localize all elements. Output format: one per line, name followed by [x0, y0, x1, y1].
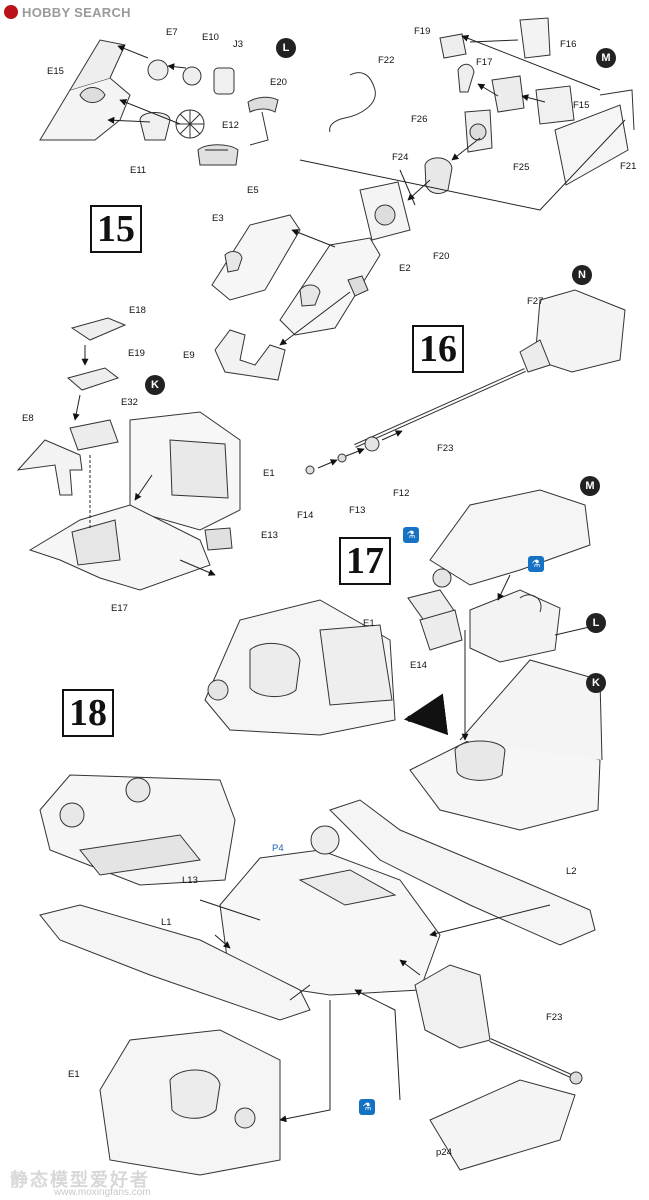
- marker-K-step17: K: [586, 673, 606, 693]
- part-label-f25: F25: [513, 162, 530, 173]
- brand-name: HOBBY SEARCH: [22, 4, 131, 20]
- part-label-f21: F21: [620, 161, 637, 172]
- part-label-f23-step18: F23: [546, 1012, 563, 1023]
- part-label-l2: L2: [566, 866, 577, 877]
- part-label-l1: L1: [161, 917, 172, 928]
- part-label-e13: E13: [261, 530, 278, 541]
- part-label-e10: E10: [202, 32, 219, 43]
- part-label-f16: F16: [560, 39, 577, 50]
- watermark-url: www.moxingfans.com: [54, 1187, 151, 1198]
- part-label-l13: L13: [182, 875, 198, 886]
- marker-L-step17: L: [586, 613, 606, 633]
- part-label-f19: F19: [414, 26, 431, 37]
- part-label-f17: F17: [476, 57, 493, 68]
- part-label-j3: J3: [233, 39, 244, 50]
- part-label-f12: F12: [393, 488, 410, 499]
- interior-wall-assembly: [16, 317, 241, 591]
- part-label-e3: E3: [212, 213, 224, 224]
- marker-L-top: L: [276, 38, 296, 58]
- sight-handwheel-assembly: [39, 39, 279, 166]
- part-label-e7: E7: [166, 27, 178, 38]
- marker-N: N: [572, 265, 592, 285]
- marker-K-step15: K: [145, 375, 165, 395]
- hobby-search-logo[interactable]: HOBBY SEARCH: [4, 4, 131, 20]
- glue-icon: ⚗: [359, 1099, 375, 1115]
- step17-subassembly: [204, 489, 603, 831]
- step-16-number: 16: [412, 325, 464, 373]
- hull-assembly: [39, 774, 596, 1176]
- watermark-footer: 静态模型爱好者 www.moxingfans.com: [10, 1170, 639, 1198]
- part-label-e2: E2: [399, 263, 411, 274]
- part-label-f24: F24: [392, 152, 409, 163]
- part-label-p4: P4: [272, 843, 284, 854]
- part-label-e5: E5: [247, 185, 259, 196]
- glue-icon: ⚗: [403, 527, 419, 543]
- logo-mark-icon: [4, 5, 18, 19]
- part-label-e1-step17: E1: [363, 618, 375, 629]
- step-17-number: 17: [339, 537, 391, 585]
- part-label-f15: F15: [573, 100, 590, 111]
- marker-M-step17: M: [580, 476, 600, 496]
- part-label-f27: F27: [527, 296, 544, 307]
- part-label-e17: E17: [111, 603, 128, 614]
- part-label-f22: F22: [378, 55, 395, 66]
- part-label-e12: E12: [222, 120, 239, 131]
- part-label-e19: E19: [128, 348, 145, 359]
- gun-barrel-assembly: [305, 289, 626, 475]
- part-label-e18: E18: [129, 305, 146, 316]
- part-label-e9: E9: [183, 350, 195, 361]
- part-label-f14: F14: [297, 510, 314, 521]
- marker-M-top: M: [596, 48, 616, 68]
- gun-cradle-assembly: [211, 214, 381, 381]
- step-15-number: 15: [90, 205, 142, 253]
- step-18-number: 18: [62, 689, 114, 737]
- part-label-e1-step18: E1: [68, 1069, 80, 1080]
- part-label-f23-step16: F23: [437, 443, 454, 454]
- gun-mantlet-assembly: [329, 17, 635, 241]
- part-label-e32: E32: [121, 397, 138, 408]
- part-label-p24: p24: [436, 1147, 452, 1158]
- part-label-f13: F13: [349, 505, 366, 516]
- part-label-e20: E20: [270, 77, 287, 88]
- part-label-f26: F26: [411, 114, 428, 125]
- part-label-e15: E15: [47, 66, 64, 77]
- glue-icon: ⚗: [528, 556, 544, 572]
- watermark-chinese: 静态模型爱好者: [10, 1170, 150, 1191]
- part-label-e1-step15: E1: [263, 468, 275, 479]
- part-label-f20: F20: [433, 251, 450, 262]
- part-label-e11: E11: [130, 165, 147, 176]
- part-label-e8: E8: [22, 413, 34, 424]
- part-label-e14: E14: [410, 660, 427, 671]
